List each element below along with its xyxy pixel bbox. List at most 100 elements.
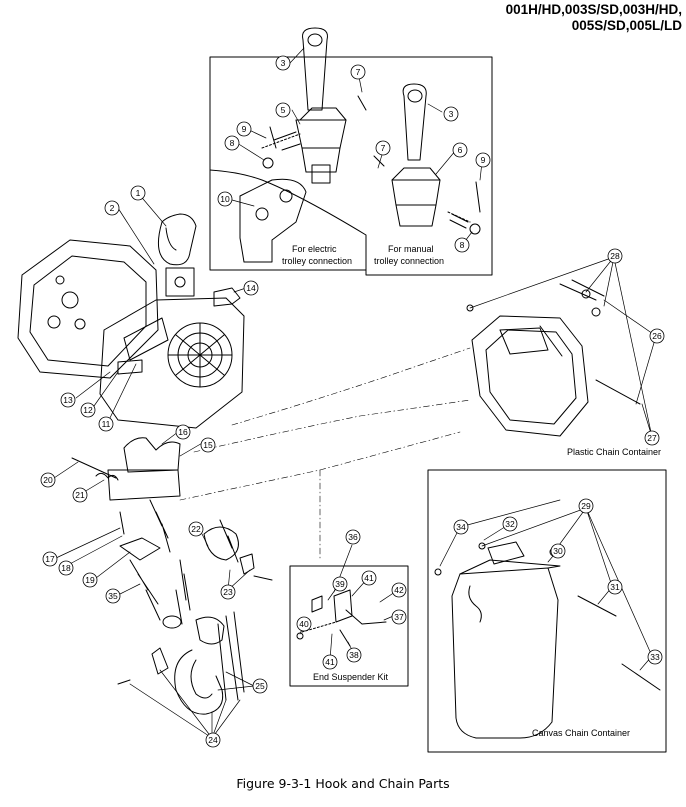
model-header: 001H/HD,003S/SD,003H/HD, 005S/SD,005L/LD — [458, 2, 682, 34]
chain-stopper — [119, 537, 161, 561]
electric-trolley-label-2: trolley connection — [282, 256, 352, 266]
hoist-body — [17, 239, 245, 429]
svg-text:17: 17 — [45, 554, 55, 564]
canvas-bolt-31 — [577, 595, 617, 617]
callout-41a: 41 — [361, 570, 377, 586]
callout-13: 13 — [60, 392, 76, 408]
svg-text:25: 25 — [255, 681, 265, 691]
svg-text:14: 14 — [246, 283, 256, 293]
svg-text:39: 39 — [335, 579, 345, 589]
svg-text:34: 34 — [456, 522, 466, 532]
bottom-hook-block — [195, 616, 225, 645]
svg-text:31: 31 — [610, 582, 620, 592]
callout-2: 2 — [104, 200, 120, 216]
callout-24: 24 — [205, 732, 221, 748]
callout-10: 10 — [217, 191, 233, 207]
suspender-plate-electric — [302, 27, 328, 111]
plastic-bracket-28 — [559, 279, 605, 301]
callout-34: 34 — [453, 519, 469, 535]
svg-text:8: 8 — [460, 240, 465, 250]
suspender-plate-manual — [402, 83, 427, 161]
nut-electric — [262, 157, 274, 169]
callout-7b: 7 — [375, 140, 391, 156]
chain-guide — [123, 317, 169, 361]
leader-lines — [53, 47, 657, 739]
callout-markers: 3 7 5 3 9 8 7 6 9 10 8 1 2 14 13 12 11 1… — [40, 55, 665, 748]
svg-text:10: 10 — [220, 194, 230, 204]
svg-text:11: 11 — [102, 419, 111, 429]
callout-21: 21 — [72, 487, 88, 503]
callout-30: 30 — [550, 543, 566, 559]
svg-text:19: 19 — [85, 575, 95, 585]
chain-connector-23 — [203, 526, 273, 581]
svg-text:26: 26 — [652, 331, 662, 341]
svg-text:38: 38 — [349, 650, 359, 660]
callout-32: 32 — [502, 516, 518, 532]
nut-manual — [469, 223, 481, 235]
callout-25: 25 — [252, 678, 268, 694]
svg-text:24: 24 — [208, 735, 218, 745]
svg-text:5: 5 — [281, 105, 286, 115]
top-hook-block — [165, 267, 195, 297]
svg-text:33: 33 — [650, 652, 660, 662]
svg-text:30: 30 — [553, 546, 563, 556]
motor-frame — [99, 297, 245, 429]
svg-text:21: 21 — [75, 490, 85, 500]
callout-36: 36 — [345, 529, 361, 545]
callout-3a: 3 — [275, 55, 291, 71]
svg-text:3: 3 — [281, 58, 286, 68]
callout-14: 14 — [243, 280, 259, 296]
callout-23: 23 — [220, 584, 236, 600]
spring-pin-electric — [273, 131, 301, 151]
callout-33: 33 — [647, 649, 663, 665]
callout-9a: 9 — [236, 121, 252, 137]
electric-trolley-label-1: For electric — [292, 244, 337, 254]
callout-6: 6 — [452, 142, 468, 158]
trolley-adapter — [239, 178, 307, 263]
trolley-connection-inset: For electric trolley connection For manu… — [209, 27, 493, 276]
chain-spring-assembly — [71, 437, 181, 501]
model-line-1: 001H/HD,003S/SD,003H/HD, — [505, 2, 682, 17]
svg-text:2: 2 — [110, 203, 115, 213]
top-hook — [157, 213, 197, 297]
svg-text:28: 28 — [610, 251, 620, 261]
callout-1: 1 — [130, 185, 146, 201]
svg-text:9: 9 — [481, 155, 486, 165]
callout-42: 42 — [391, 582, 407, 598]
svg-text:32: 32 — [505, 519, 515, 529]
assembly-center-lines — [179, 347, 471, 561]
callout-19: 19 — [82, 572, 98, 588]
canvas-chain-container: Canvas Chain Container — [427, 469, 667, 753]
svg-text:9: 9 — [242, 124, 247, 134]
spring-21 — [95, 472, 119, 481]
end-suspender-kit-label: End Suspender Kit — [313, 672, 389, 682]
pin-20 — [71, 457, 117, 479]
svg-text:7: 7 — [356, 67, 361, 77]
svg-text:8: 8 — [230, 138, 235, 148]
callout-35: 35 — [105, 588, 121, 604]
svg-text:16: 16 — [178, 427, 188, 437]
svg-text:6: 6 — [458, 145, 463, 155]
svg-text:18: 18 — [61, 563, 71, 573]
svg-text:15: 15 — [203, 440, 213, 450]
callout-40: 40 — [296, 616, 312, 632]
callout-41b: 41 — [322, 654, 338, 670]
svg-text:1: 1 — [136, 188, 141, 198]
chain-guard — [213, 287, 241, 307]
callout-5: 5 — [275, 102, 291, 118]
top-hook-body — [157, 213, 197, 266]
callout-9b: 9 — [475, 152, 491, 168]
top-bracket-manual — [391, 179, 441, 227]
plastic-container-label: Plastic Chain Container — [567, 447, 661, 457]
gear-case-cover — [17, 239, 159, 379]
callout-7a: 7 — [350, 64, 366, 80]
callout-12: 12 — [80, 402, 96, 418]
callout-18: 18 — [58, 560, 74, 576]
callout-3b: 3 — [443, 106, 459, 122]
manual-trolley-label-1: For manual — [388, 244, 434, 254]
load-chain — [129, 499, 239, 629]
svg-text:20: 20 — [43, 475, 53, 485]
svg-text:23: 23 — [223, 587, 233, 597]
svg-text:12: 12 — [83, 405, 93, 415]
svg-text:36: 36 — [348, 532, 358, 542]
